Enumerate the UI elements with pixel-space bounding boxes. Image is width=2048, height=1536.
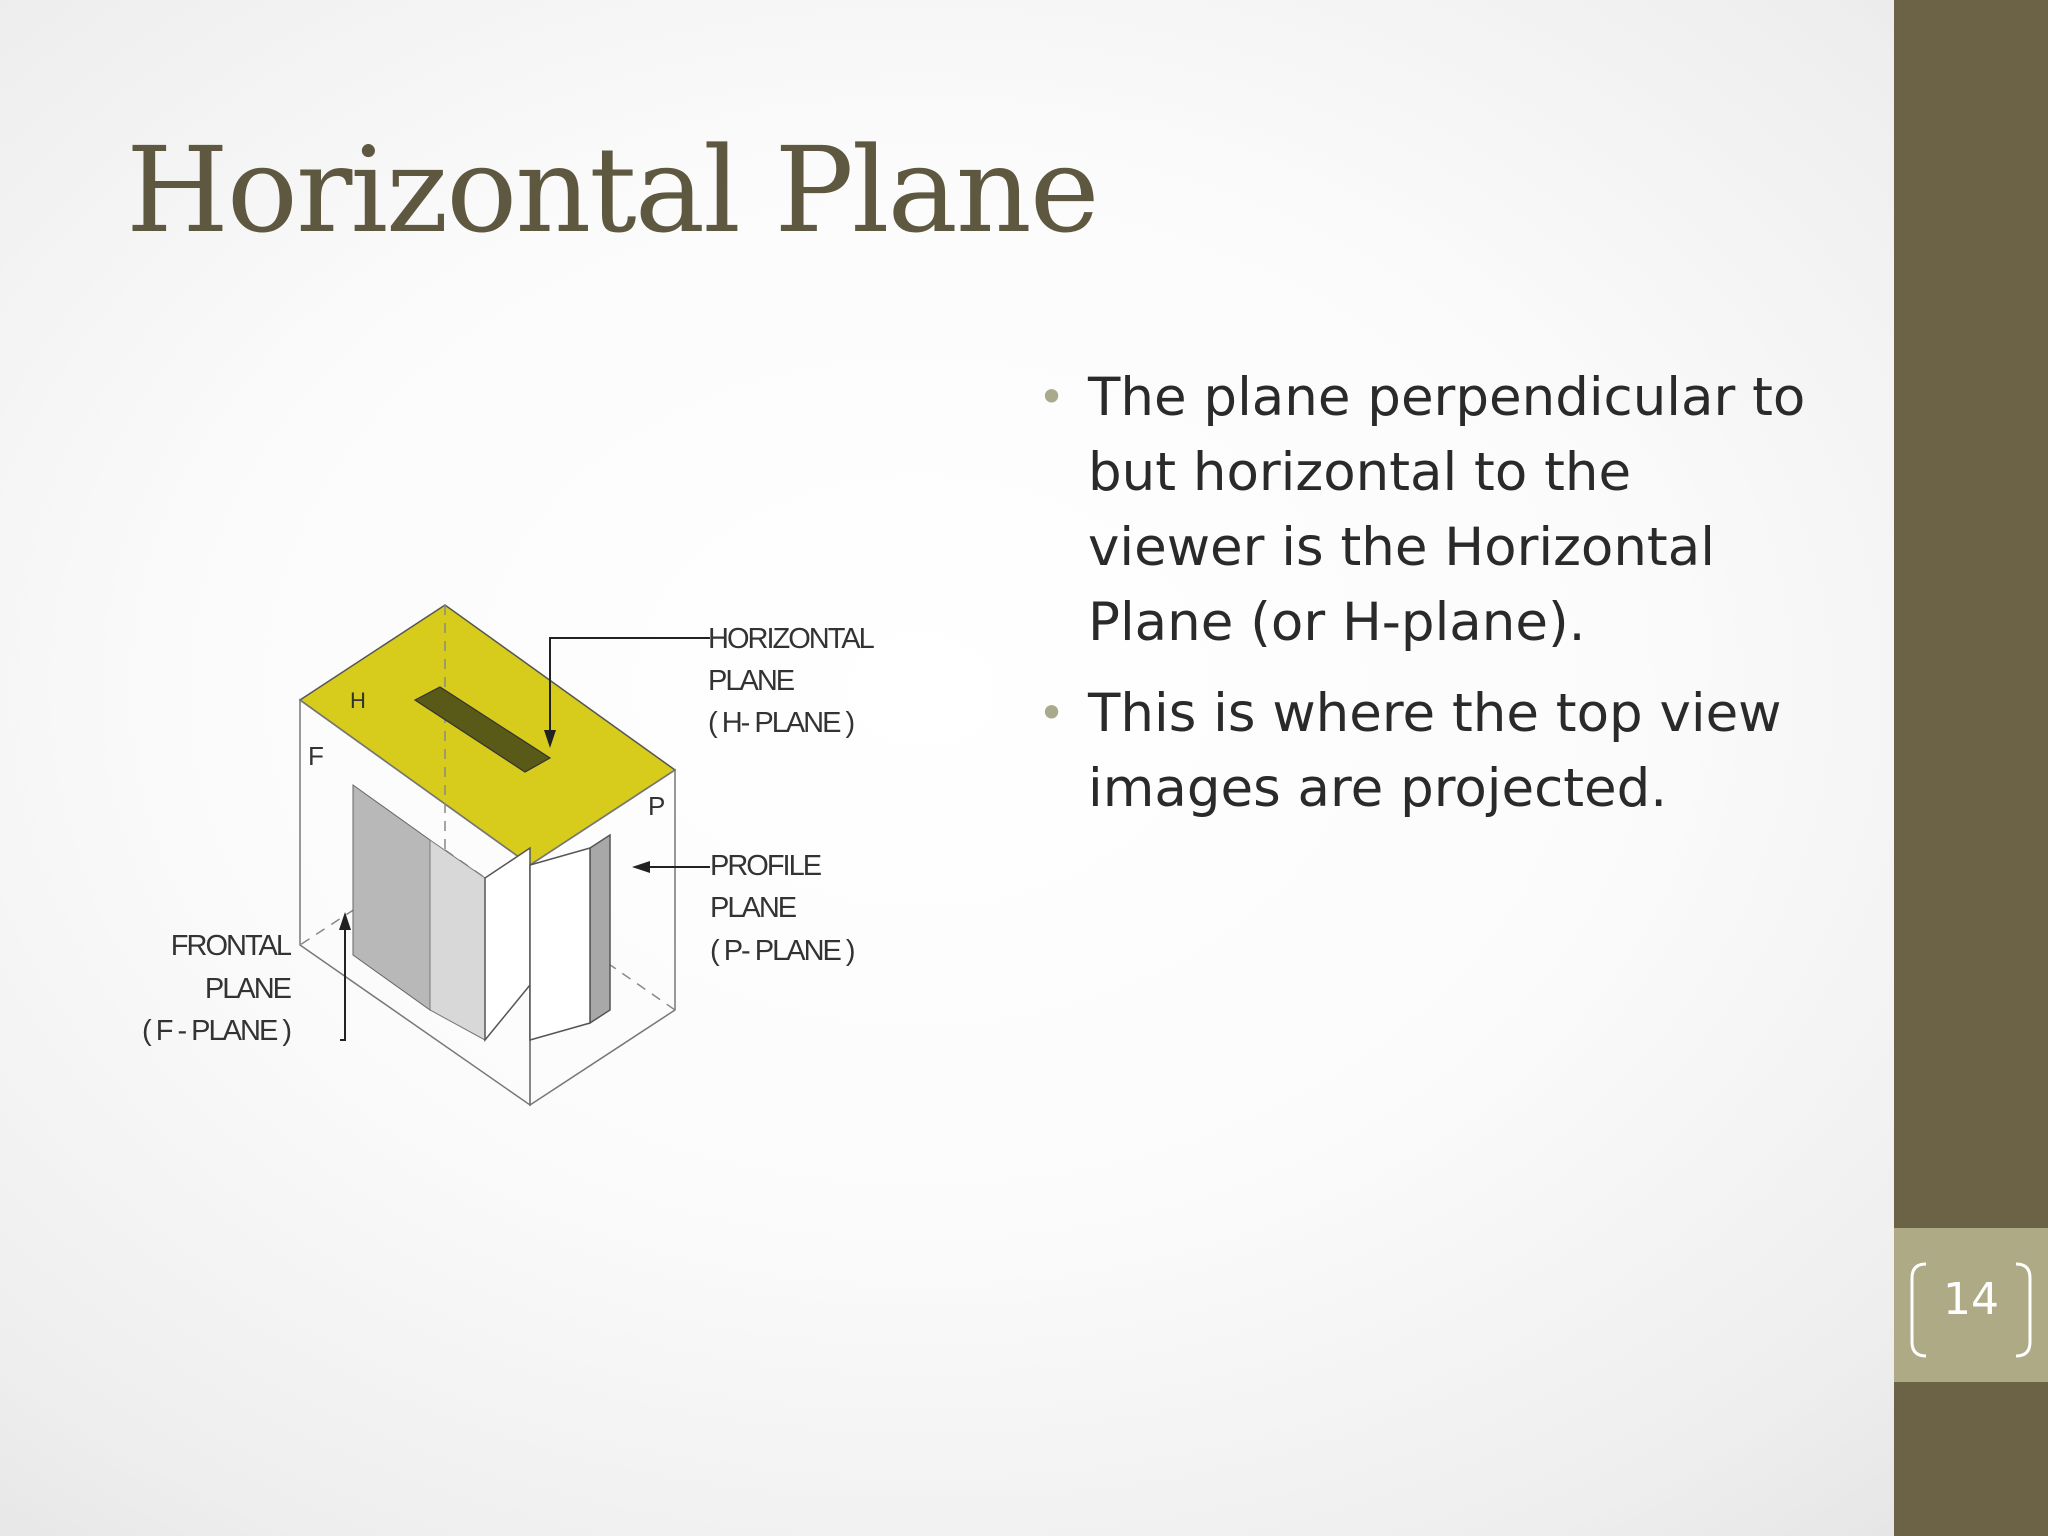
horizontal-plane-label-1: HORIZONTAL <box>708 623 875 655</box>
frontal-plane-label-2: PLANE <box>205 973 292 1005</box>
bullet-marker: • <box>1038 686 1066 740</box>
profile-plane-label-3: ( P- PLANE ) <box>710 935 854 967</box>
bullet-text: The plane perpendicular to but horizonta… <box>1088 367 1806 653</box>
slide-title: Horizontal Plane <box>126 121 1100 259</box>
top-view-projection <box>413 686 552 773</box>
f-label: F <box>308 741 324 771</box>
object-front-shading <box>352 784 431 1011</box>
object-profile-shading <box>589 833 611 1025</box>
page-number-box: 14 <box>1894 1228 2048 1382</box>
horizontal-plane-label-3: ( H- PLANE ) <box>708 707 854 739</box>
bullet-text: This is where the top view images are pr… <box>1088 683 1782 819</box>
bullet-marker: • <box>1038 370 1066 424</box>
profile-plane-label-2: PLANE <box>710 892 797 924</box>
frontal-plane-label-1: FRONTAL <box>171 930 292 962</box>
h-label: H <box>350 688 366 713</box>
page-number: 14 <box>1943 1274 1999 1325</box>
frontal-plane-label-3: ( F - PLANE ) <box>142 1015 290 1047</box>
horizontal-plane-label-2: PLANE <box>708 665 795 697</box>
bullet-item: • The plane perpendicular to but horizont… <box>1030 360 1810 660</box>
p-label: P <box>648 791 665 821</box>
profile-plane-label-1: PROFILE <box>710 850 822 882</box>
page-bracket-icon <box>1910 1262 2032 1358</box>
bullet-item: • This is where the top view images are p… <box>1030 676 1810 826</box>
projection-planes-diagram: H F P HORIZONTAL PLANE ( H- PLANE ) PROF… <box>142 604 877 1107</box>
bullet-list: • The plane perpendicular to but horizont… <box>1030 360 1810 842</box>
